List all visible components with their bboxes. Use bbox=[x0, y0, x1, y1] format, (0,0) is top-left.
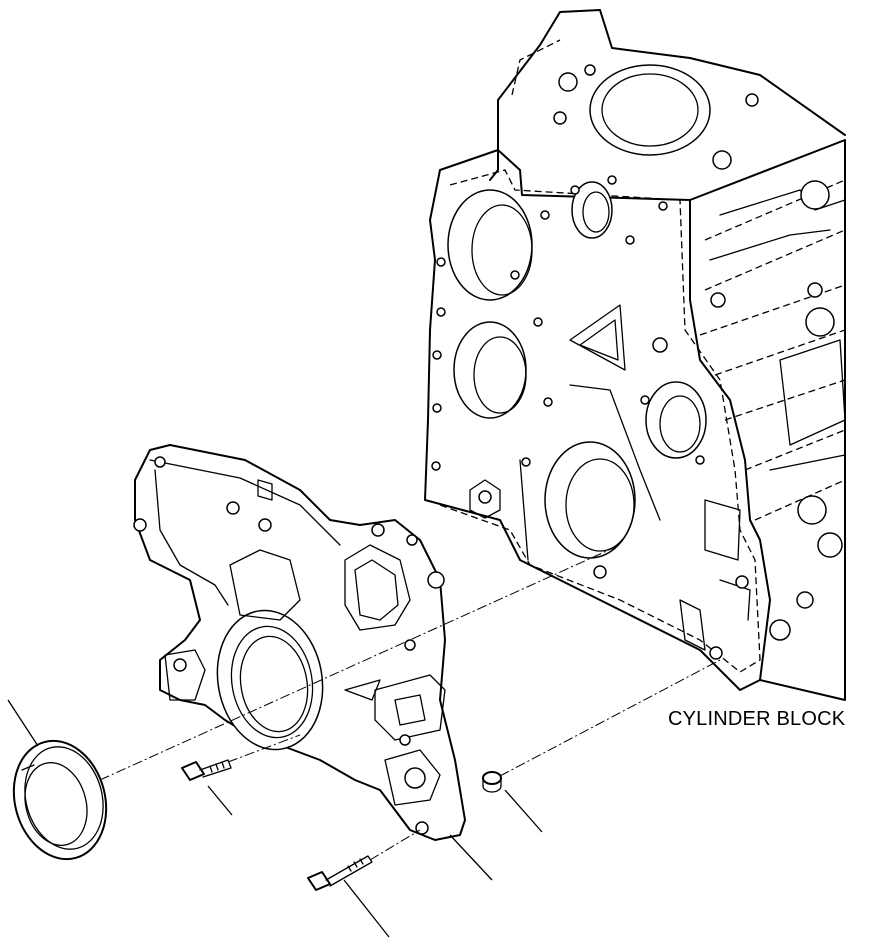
cylinder-block bbox=[424, 9, 846, 701]
cylinder-block-label: CYLINDER BLOCK bbox=[668, 708, 846, 730]
front-cover bbox=[133, 444, 466, 841]
bolt-long bbox=[307, 855, 373, 891]
bore-middle-left bbox=[453, 321, 527, 419]
bore-lower bbox=[544, 441, 636, 559]
bore-upper-left bbox=[447, 189, 533, 301]
oil-seal bbox=[12, 739, 108, 861]
bore-top bbox=[589, 64, 711, 156]
bore-right bbox=[645, 381, 707, 459]
block-bolt-holes bbox=[431, 175, 749, 660]
leader-lines bbox=[7, 699, 543, 938]
cover-seal-bore bbox=[216, 609, 324, 751]
dowel-pin bbox=[482, 771, 502, 793]
bolt-short bbox=[181, 759, 232, 781]
assembly-lines bbox=[99, 544, 721, 861]
cover-bolt-bosses bbox=[133, 456, 445, 835]
